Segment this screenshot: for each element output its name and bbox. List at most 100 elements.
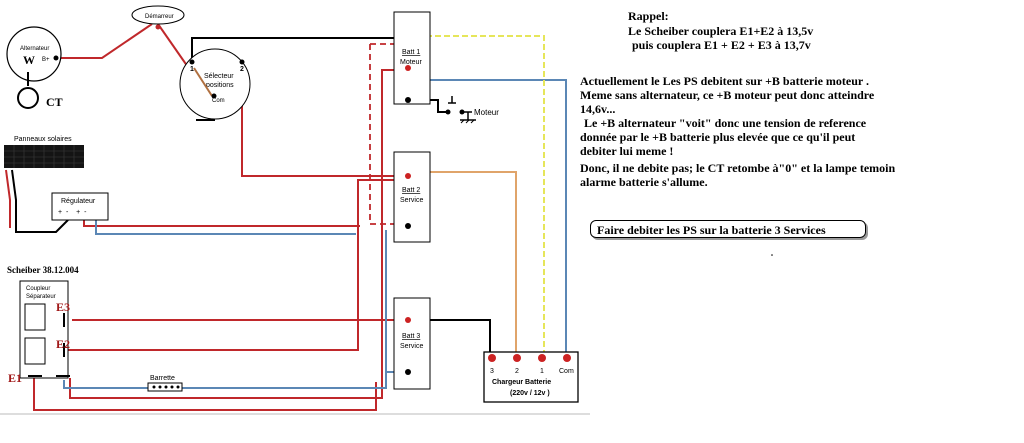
coupler-e1-label: E1 bbox=[8, 371, 22, 385]
selector-pos1: 1 bbox=[190, 66, 194, 73]
ct-label: CT bbox=[46, 95, 63, 109]
wire-red-solar bbox=[5, 169, 11, 228]
coupler-relay-top bbox=[24, 303, 46, 331]
note-para3-line1: Donc, il ne debite pas; le CT retombe à"… bbox=[580, 161, 896, 175]
charger-terminal-1 bbox=[538, 354, 546, 362]
starter: Démarreur bbox=[131, 5, 185, 30]
battery-3-role: Service bbox=[400, 343, 423, 350]
charger-terminal-3 bbox=[488, 354, 496, 362]
regulator-body bbox=[51, 192, 109, 221]
note-para1-line3: 14,6v... bbox=[580, 102, 616, 116]
wire-red-regulator-batt bbox=[72, 217, 360, 227]
alternator: Alternateur W B+ CT bbox=[6, 26, 63, 109]
engine-terminal-dot bbox=[445, 109, 451, 115]
note-para3-line2: alarme batterie s'allume. bbox=[580, 175, 708, 189]
wire-orange-batt2-charger bbox=[408, 171, 517, 352]
selector-com: Com bbox=[212, 98, 225, 104]
ct-indicator-icon bbox=[17, 87, 39, 109]
wire-red-selector-batt2 bbox=[241, 62, 394, 177]
wire-red-batt2-e2 bbox=[68, 179, 394, 351]
alternator-body bbox=[6, 26, 62, 82]
charger-terminal-2-label: 2 bbox=[515, 368, 519, 375]
charger-body bbox=[483, 351, 579, 403]
selector-body bbox=[179, 48, 251, 120]
engine-ground: Moteur bbox=[445, 96, 499, 124]
battery-2: Batt 2 Service bbox=[393, 151, 431, 243]
coupler-label-2: Séparateur bbox=[26, 294, 56, 300]
charger-terminal-com-label: Com bbox=[559, 368, 574, 375]
battery-2-pos-terminal bbox=[405, 173, 411, 179]
regulator: Régulateur + - + - bbox=[51, 192, 109, 221]
battery-2-name: Batt 2 bbox=[402, 187, 420, 194]
solar-label: Panneaux solaires bbox=[14, 136, 72, 143]
selector-pos1-dot bbox=[189, 59, 195, 65]
engine-label: Moteur bbox=[474, 108, 499, 117]
wire-black-selector-batt1 bbox=[191, 37, 394, 60]
coupler-separator: Scheiber 38.12.004 Coupleur Séparateur E… bbox=[7, 265, 79, 385]
rappel-line-1: Le Scheiber couplera E1+E2 à 13,5v bbox=[628, 24, 814, 38]
solar-cells bbox=[4, 145, 84, 168]
bus-bar: Barrette bbox=[147, 375, 183, 392]
battery-2-role: Service bbox=[400, 197, 423, 204]
wire-black-solar-regulator bbox=[11, 169, 69, 233]
selector-lever bbox=[193, 67, 213, 97]
starter-label: Démarreur bbox=[145, 14, 174, 20]
battery-1-role: Moteur bbox=[400, 59, 422, 66]
charger-terminal-com bbox=[563, 354, 571, 362]
battery-3: Batt 3 Service bbox=[393, 297, 431, 390]
bus-bar-screws bbox=[152, 385, 180, 389]
charger-terminal-1-label: 1 bbox=[540, 368, 544, 375]
selector-pos2: 2 bbox=[240, 66, 244, 73]
wire-blue-bus bbox=[63, 372, 387, 389]
battery-1: Batt 1 Moteur bbox=[393, 11, 431, 105]
action-note: Faire debiter les PS sur la batterie 3 S… bbox=[590, 220, 866, 238]
alternator-terminal-dot bbox=[53, 55, 59, 61]
alternator-letter: W bbox=[23, 53, 35, 67]
coupler-e2-label: E2 bbox=[56, 337, 70, 351]
wire-red-e1 bbox=[33, 378, 377, 411]
wire-blue-regulator bbox=[95, 218, 356, 235]
battery-3-pos-terminal bbox=[405, 317, 411, 323]
coupler-title: Scheiber 38.12.004 bbox=[7, 265, 79, 275]
note-para2-line1: Le +B alternateur "voit" donc une tensio… bbox=[584, 116, 867, 130]
starter-body bbox=[131, 5, 185, 25]
battery-1-name: Batt 1 bbox=[402, 49, 420, 56]
note-para2-line2: donnée par le +B batterie plus elevée qu… bbox=[580, 130, 856, 144]
selector-label-2: positions bbox=[206, 82, 234, 89]
bus-bar-label: Barrette bbox=[150, 375, 175, 382]
red-dashed-wires bbox=[369, 43, 394, 225]
charger-terminal-3-label: 3 bbox=[490, 368, 494, 375]
wire-black-batt3-charger bbox=[408, 319, 491, 352]
coupler-e3-label: E3 bbox=[56, 300, 70, 314]
battery-3-body bbox=[393, 297, 431, 390]
selector-pos2-dot bbox=[239, 59, 245, 65]
charger-terminal-2 bbox=[513, 354, 521, 362]
charger-rating: (220v / 12v ) bbox=[510, 390, 550, 397]
charger-label: Chargeur Batterie bbox=[492, 379, 551, 386]
battery-1-pos-terminal bbox=[405, 65, 411, 71]
wire-blue-batt1-com bbox=[408, 79, 567, 352]
battery-3-neg-terminal bbox=[405, 369, 411, 375]
battery-2-neg-terminal bbox=[405, 223, 411, 229]
selector-switch: Sélecteur positions 1 2 Com bbox=[179, 48, 251, 120]
wire-red-dashed-1 bbox=[369, 44, 394, 225]
alternator-terminal: B+ bbox=[42, 57, 50, 63]
stray-dot bbox=[771, 254, 773, 256]
alternator-label: Alternateur bbox=[20, 46, 49, 52]
coupler-label-1: Coupleur bbox=[26, 286, 50, 292]
battery-2-body bbox=[393, 151, 431, 243]
wire-red-starter-selector bbox=[157, 23, 191, 71]
selector-com-dot bbox=[211, 93, 217, 99]
wire-yellow-batt1-charger bbox=[408, 35, 545, 352]
regulator-label: Régulateur bbox=[61, 198, 96, 205]
starter-terminal-dot bbox=[155, 24, 161, 30]
note-para1-line2: Meme sans alternateur, ce +B moteur peut… bbox=[580, 88, 875, 102]
note-para2-line3: debiter lui meme ! bbox=[580, 144, 674, 158]
wire-red-batt1-down bbox=[69, 69, 394, 399]
rappel-line-2: puis couplera E1 + E2 + E3 à 13,7v bbox=[632, 38, 811, 52]
note-para1-line1: Actuellement le Les PS debitent sur +B b… bbox=[580, 74, 870, 88]
rappel-title: Rappel: bbox=[628, 9, 669, 23]
selector-label-1: Sélecteur bbox=[204, 73, 234, 80]
battery-1-body bbox=[393, 11, 431, 105]
